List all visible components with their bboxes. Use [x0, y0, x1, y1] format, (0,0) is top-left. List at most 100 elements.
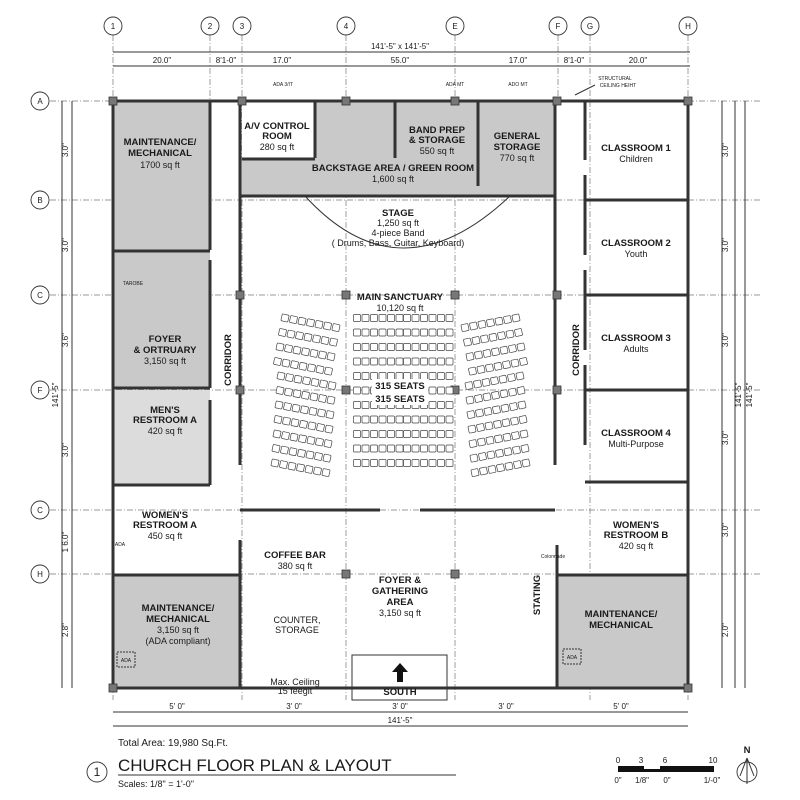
seat	[420, 328, 428, 337]
seat	[309, 392, 319, 402]
scale-bar: 0 3 6 10 0" 1/8" 0" 1/-0"	[614, 756, 720, 785]
seat	[411, 357, 420, 366]
svg-text:RESTROOM A: RESTROOM A	[133, 520, 197, 531]
seat	[353, 386, 361, 395]
grid-col-f: F	[548, 16, 568, 100]
seat	[515, 371, 525, 381]
svg-text:3.0": 3.0"	[61, 143, 70, 157]
seat	[353, 343, 361, 351]
seat	[474, 394, 483, 403]
seat	[361, 430, 370, 438]
svg-text:3.0": 3.0"	[721, 238, 730, 252]
seat	[303, 332, 313, 342]
seat	[387, 444, 395, 453]
seat	[511, 313, 521, 323]
seat	[322, 453, 332, 463]
seat	[353, 430, 361, 438]
svg-text:E: E	[452, 22, 457, 31]
seat	[283, 402, 292, 411]
svg-text:Multi-Purpose: Multi-Purpose	[608, 439, 664, 449]
seat	[490, 376, 499, 386]
seat	[482, 392, 492, 402]
seat	[295, 331, 304, 341]
svg-text:TAROBE: TAROBE	[123, 281, 144, 287]
seat	[361, 415, 370, 424]
seat	[437, 357, 445, 366]
seat	[297, 316, 307, 326]
seat	[387, 372, 395, 380]
seat	[275, 386, 285, 395]
svg-text:ADA: ADA	[115, 542, 126, 548]
svg-text:3.0": 3.0"	[721, 523, 730, 537]
sanctuary-seating	[270, 313, 531, 477]
seat	[304, 465, 314, 474]
seat	[273, 415, 283, 424]
seat	[445, 314, 454, 322]
seat	[437, 430, 445, 438]
seat	[288, 447, 298, 457]
svg-text:315 SEATS: 315 SEATS	[375, 394, 424, 405]
seat	[327, 381, 337, 390]
svg-text:BACKSTAGE AREA / GREEN ROOM: BACKSTAGE AREA / GREEN ROOM	[312, 163, 474, 174]
seat	[298, 361, 308, 371]
seat	[326, 352, 336, 361]
seat	[325, 410, 335, 419]
seat	[492, 405, 501, 415]
svg-text:STATING: STATING	[532, 575, 543, 615]
svg-text:3: 3	[639, 756, 644, 765]
seat	[286, 329, 296, 339]
svg-text:450 sq ft: 450 sq ft	[148, 531, 183, 541]
svg-text:1,600 sq ft: 1,600 sq ft	[372, 174, 415, 184]
seat	[445, 328, 454, 337]
seat	[486, 450, 496, 460]
seat	[494, 434, 503, 444]
seat	[411, 430, 420, 438]
seat	[486, 318, 495, 328]
seat	[501, 418, 511, 428]
svg-text:B: B	[37, 196, 42, 205]
seat	[308, 407, 318, 416]
svg-text:COUNTER,: COUNTER,	[274, 615, 321, 625]
seat	[284, 344, 293, 353]
seat	[445, 343, 454, 351]
svg-text:STORAGE: STORAGE	[275, 625, 319, 635]
grid-col-2: 2	[200, 16, 220, 100]
seat	[437, 459, 445, 467]
seat	[329, 337, 338, 347]
seat	[516, 386, 526, 395]
svg-text:FOYER &: FOYER &	[379, 575, 421, 586]
seat	[274, 400, 284, 410]
seat	[512, 445, 521, 455]
seat	[306, 436, 316, 445]
seat	[519, 357, 528, 366]
seat	[318, 394, 327, 403]
seat	[487, 465, 497, 474]
seat	[291, 403, 301, 413]
seat	[314, 320, 324, 329]
seat	[387, 343, 395, 351]
svg-text:ADO MT: ADO MT	[508, 82, 527, 88]
seat	[420, 430, 428, 438]
seat	[474, 350, 483, 360]
seat	[395, 314, 404, 322]
svg-text:GENERAL: GENERAL	[494, 131, 541, 142]
seat	[469, 321, 478, 331]
svg-text:Children: Children	[619, 154, 653, 164]
seat	[428, 386, 437, 395]
seat	[518, 415, 528, 424]
seat	[491, 390, 500, 400]
seat	[307, 363, 316, 373]
seat	[378, 430, 387, 438]
svg-text:RESTROOM B: RESTROOM B	[604, 530, 669, 541]
seat	[299, 419, 308, 429]
seat	[508, 344, 517, 353]
seat	[437, 386, 445, 395]
svg-text:3' 0": 3' 0"	[498, 702, 514, 711]
svg-text:5' 0": 5' 0"	[169, 702, 185, 711]
seat	[411, 444, 420, 453]
seat	[445, 372, 454, 380]
